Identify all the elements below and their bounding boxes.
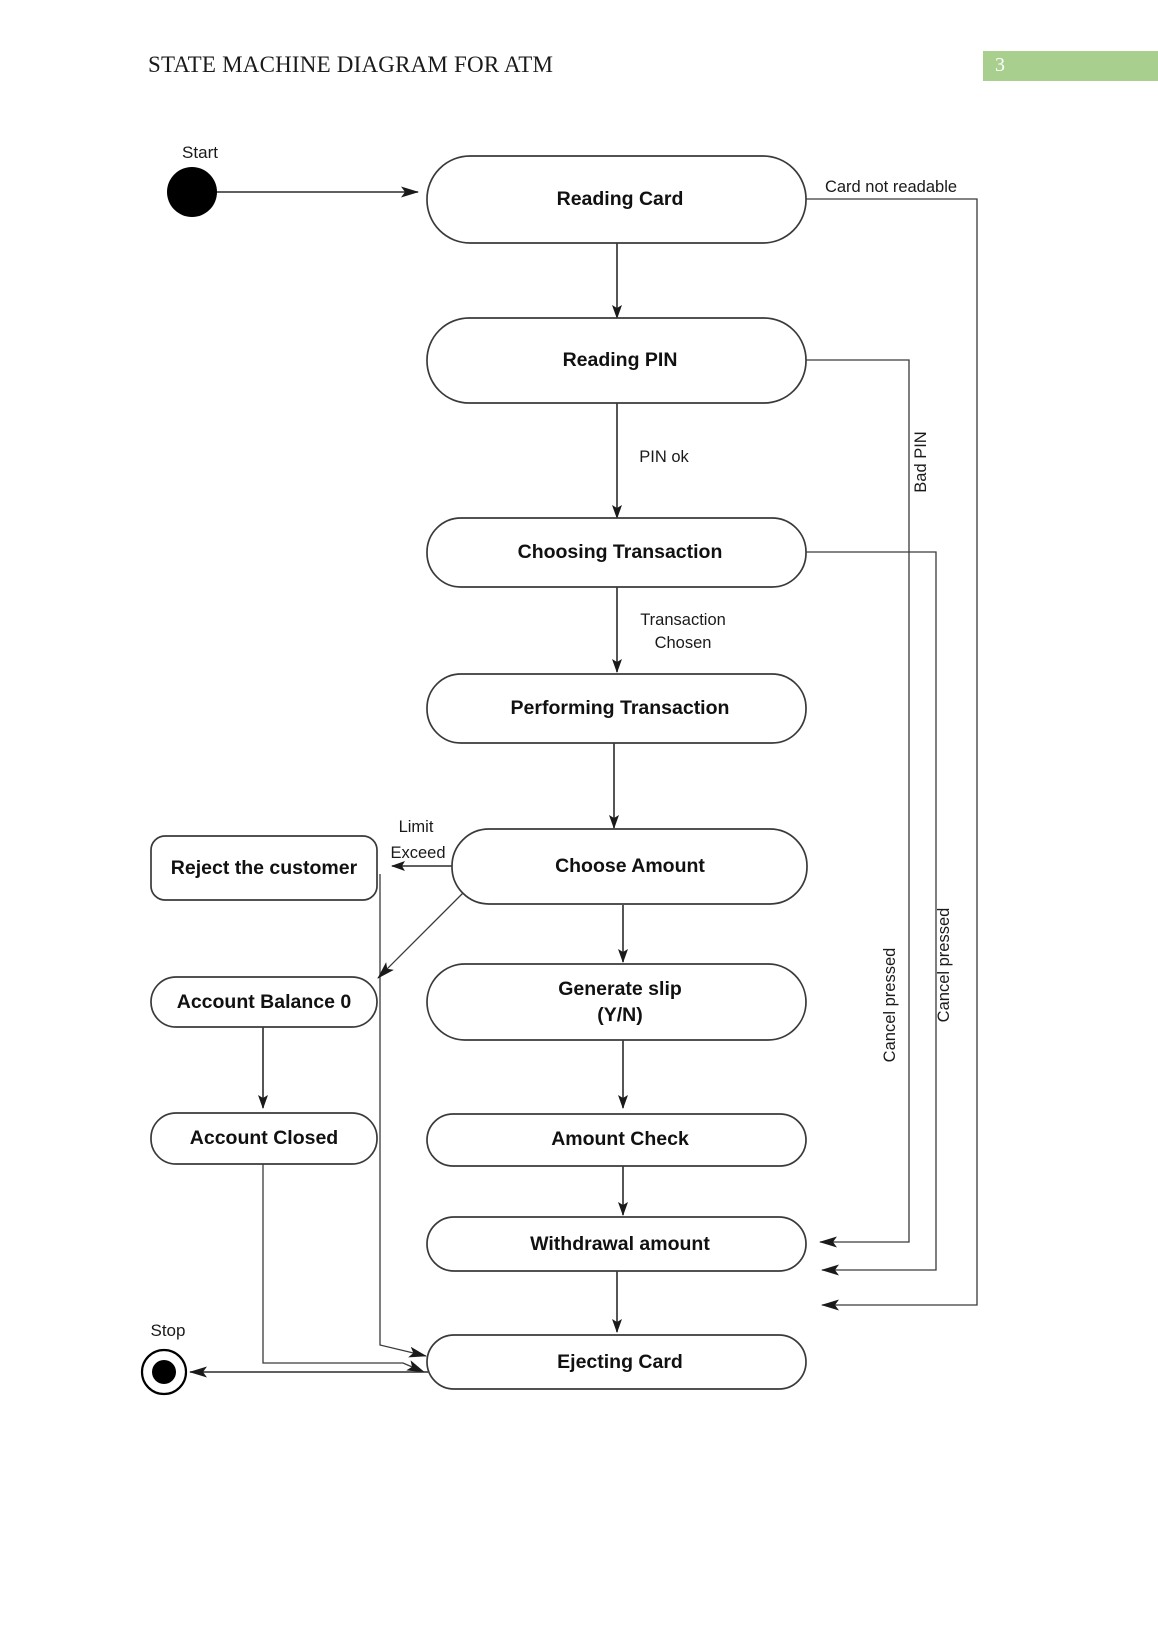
edge-account-closed-to-ejecting — [262, 1164, 425, 1373]
page-number-text: 3 — [995, 54, 1005, 76]
state-choosing-transaction[interactable]: Choosing Transaction — [426, 517, 807, 588]
state-label: Ejecting Card — [557, 1351, 683, 1373]
state-label: Reading PIN — [563, 349, 678, 371]
state-choose-amount[interactable]: Choose Amount — [451, 828, 808, 905]
final-state-core — [152, 1360, 176, 1384]
edge-label-card-not-readable: Card not readable — [825, 178, 957, 196]
state-account-balance-0[interactable]: Account Balance 0 — [150, 976, 378, 1028]
state-label: Amount Check — [551, 1128, 689, 1150]
state-label: Generate slip — [558, 978, 682, 1000]
state-label: Reading Card — [557, 188, 684, 210]
state-withdrawal-amount[interactable]: Withdrawal amount — [426, 1216, 807, 1272]
state-label: Choosing Transaction — [518, 541, 723, 563]
edge-label-transaction-chosen-line1: Transaction — [640, 611, 726, 629]
initial-state-marker — [167, 167, 217, 217]
page-number-badge: 3 — [983, 51, 1158, 81]
stop-label: Stop — [151, 1321, 186, 1340]
state-label: Reject the customer — [171, 857, 358, 879]
edge-label-transaction-chosen-line2: Chosen — [655, 634, 712, 652]
page-title: STATE MACHINE DIAGRAM FOR ATM — [148, 52, 554, 77]
state-amount-check[interactable]: Amount Check — [426, 1113, 807, 1167]
edge-label-bad-pin: Bad PIN — [912, 431, 930, 492]
state-account-closed[interactable]: Account Closed — [150, 1112, 378, 1165]
state-label: Performing Transaction — [511, 697, 730, 719]
state-label: Choose Amount — [555, 855, 705, 877]
state-generate-slip[interactable]: Generate slip (Y/N) — [426, 963, 807, 1041]
edge-label-cancel-pressed-inner: Cancel pressed — [881, 948, 899, 1063]
state-reading-card[interactable]: Reading Card — [426, 155, 807, 244]
state-reading-pin[interactable]: Reading PIN — [426, 317, 807, 404]
edge-choose-amount-to-balance-zero — [377, 889, 467, 979]
state-reject-the-customer[interactable]: Reject the customer — [150, 835, 378, 901]
start-label: Start — [182, 143, 218, 162]
edge-label-limit-line2: Exceed — [390, 844, 445, 862]
state-label: Withdrawal amount — [530, 1233, 710, 1255]
edge-label-pin-ok: PIN ok — [639, 448, 689, 466]
state-label: Account Closed — [190, 1127, 338, 1149]
edge-bad-pin — [806, 359, 910, 1248]
state-label: Account Balance 0 — [177, 991, 352, 1013]
state-performing-transaction[interactable]: Performing Transaction — [426, 673, 807, 744]
state-ejecting-card[interactable]: Ejecting Card — [426, 1334, 807, 1390]
state-label-second-line: (Y/N) — [597, 1004, 643, 1026]
edge-label-limit-line1: Limit — [399, 818, 434, 836]
edge-label-cancel-pressed-outer: Cancel pressed — [935, 908, 953, 1023]
edge-reject-to-ejecting — [379, 874, 427, 1358]
edge-card-not-readable — [806, 198, 978, 1311]
edge-cancel-pressed-inner — [806, 551, 937, 1276]
